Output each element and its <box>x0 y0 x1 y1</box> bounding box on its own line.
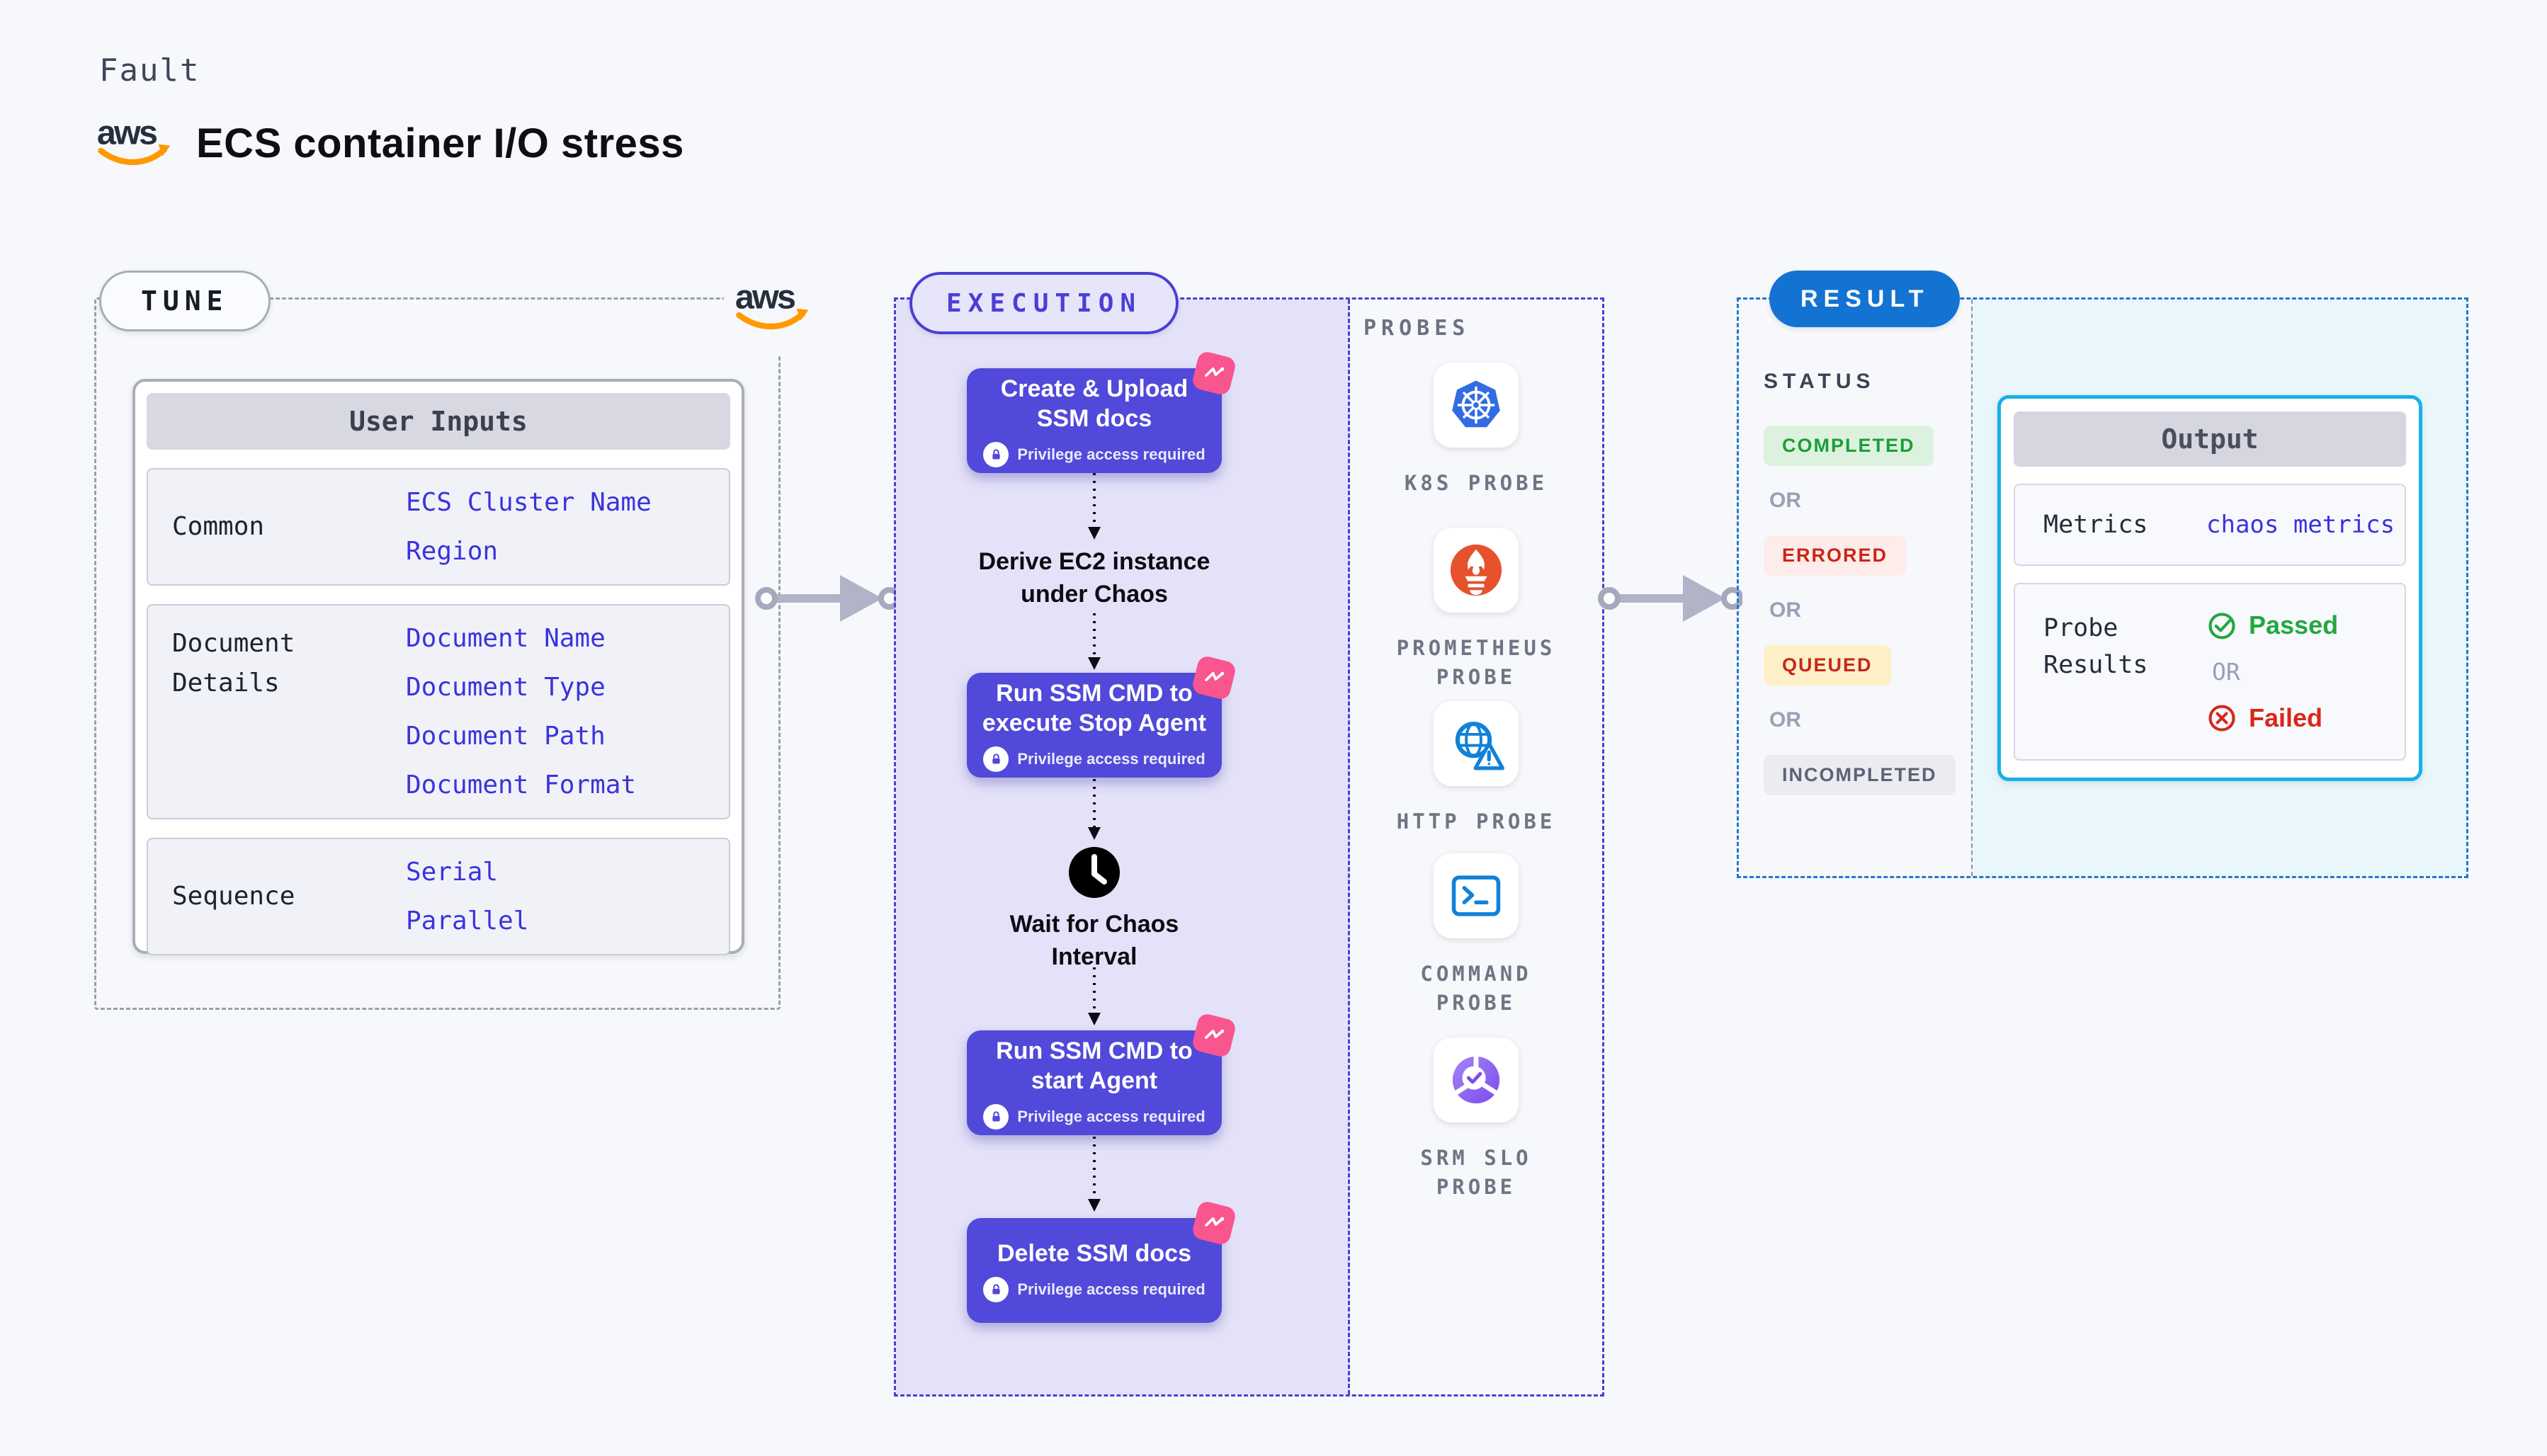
row-label: Sequence <box>172 882 295 911</box>
lock-icon <box>983 442 1009 467</box>
page-title: ECS container I/O stress <box>196 120 684 166</box>
execution-flow-panel <box>896 300 1350 1394</box>
or-separator: OR <box>1769 598 1801 622</box>
chaos-icon <box>1191 350 1237 397</box>
step-title: Delete SSM docs <box>997 1240 1191 1267</box>
probe-results-label: Probe Results <box>2043 614 2148 679</box>
metrics-label: Metrics <box>2043 511 2148 539</box>
step-title: Create & Upload SSM docs <box>1000 375 1189 432</box>
chaos-icon <box>1191 654 1237 701</box>
step-derive-ec2: Derive EC2 instance under Chaos <box>978 548 1210 608</box>
probe-command: COMMAND PROBE <box>1388 853 1565 1018</box>
probe-srm-slo: SRM SLO PROBE <box>1388 1037 1565 1202</box>
lock-icon <box>983 746 1009 772</box>
svg-text:aws: aws <box>735 278 795 317</box>
probe-label: K8S PROBE <box>1404 471 1548 495</box>
flow-arrow <box>1088 613 1101 670</box>
status-badge-queued: QUEUED <box>1764 645 1891 686</box>
input-link[interactable]: ECS Cluster Name <box>406 488 652 517</box>
connector-arrow <box>1598 575 1742 622</box>
connector-arrow <box>755 575 900 622</box>
or-separator: OR <box>2212 658 2240 686</box>
status-badge-completed: COMPLETED <box>1764 426 1934 466</box>
clock-icon <box>1067 846 1121 903</box>
output-title: Output <box>2014 411 2406 467</box>
user-inputs-title: User Inputs <box>147 393 730 450</box>
step-delete-ssm-docs: Delete SSM docs Privilege access require… <box>967 1200 1237 1323</box>
privilege-note: Privilege access required <box>983 746 1206 772</box>
probe-prometheus: PROMETHEUS PROBE <box>1388 528 1565 692</box>
input-link[interactable]: Document Type <box>406 673 606 702</box>
probes-heading: PROBES <box>1363 316 1470 341</box>
metrics-value-link[interactable]: chaos metrics <box>2206 511 2395 539</box>
probe-label: COMMAND PROBE <box>1420 962 1532 1015</box>
chaos-icon <box>1191 1012 1237 1059</box>
chaos-icon <box>1191 1200 1237 1246</box>
step-title: Run SSM CMD to start Agent <box>996 1037 1193 1094</box>
probe-label: SRM SLO PROBE <box>1420 1146 1532 1199</box>
probe-result-failed: Failed <box>2206 703 2338 734</box>
status-badge-errored: ERRORED <box>1764 535 1907 576</box>
flow-arrow <box>1088 473 1101 540</box>
aws-logo-icon: aws <box>96 113 175 174</box>
or-separator: OR <box>1769 489 1801 512</box>
slo-donut-check-icon <box>1434 1037 1519 1122</box>
input-link[interactable]: Document Name <box>406 624 606 653</box>
probe-label: PROMETHEUS PROBE <box>1396 636 1556 689</box>
step-title: Run SSM CMD to execute Stop Agent <box>982 680 1207 736</box>
status-column: STATUS COMPLETED OR ERRORED OR QUEUED OR… <box>1764 370 1956 795</box>
input-link[interactable]: Document Format <box>406 770 637 800</box>
flow-arrow <box>1088 779 1101 840</box>
result-label: RESULT <box>1769 271 1961 327</box>
probe-label: HTTP PROBE <box>1396 809 1556 834</box>
probe-results-row: Probe Results Passed OR Failed <box>2014 583 2406 761</box>
probe-http: HTTP PROBE <box>1388 701 1565 836</box>
input-row-document-details: Document Details Document Name Document … <box>147 604 730 819</box>
input-link[interactable]: Region <box>406 537 499 566</box>
input-link[interactable]: Document Path <box>406 722 606 751</box>
terminal-icon <box>1434 853 1519 938</box>
kubernetes-icon <box>1434 363 1519 448</box>
tune-section <box>94 297 781 1010</box>
step-create-upload-ssm-docs: Create & Upload SSM docs Privilege acces… <box>967 350 1237 473</box>
aws-logo-icon: aws <box>724 256 823 356</box>
status-badge-incompleted: INCOMPLETED <box>1764 755 1956 795</box>
privilege-note: Privilege access required <box>983 1104 1206 1130</box>
step-run-ssm-start-agent: Run SSM CMD to start Agent Privilege acc… <box>967 1012 1237 1135</box>
privilege-note: Privilege access required <box>983 1277 1206 1302</box>
title-row: aws ECS container I/O stress <box>96 113 684 174</box>
svg-text:aws: aws <box>97 114 157 152</box>
probe-k8s: K8S PROBE <box>1388 363 1565 498</box>
fault-eyebrow: Fault <box>99 52 200 89</box>
execution-section <box>894 297 1604 1397</box>
input-row-sequence: Sequence Serial Parallel <box>147 838 730 955</box>
or-separator: OR <box>1769 708 1801 732</box>
x-circle-icon <box>2208 705 2235 732</box>
lock-icon <box>983 1104 1009 1130</box>
input-row-common: Common ECS Cluster Name Region <box>147 468 730 586</box>
prometheus-icon <box>1434 528 1519 613</box>
input-link[interactable]: Parallel <box>406 906 529 935</box>
flow-arrow <box>1088 1137 1101 1212</box>
input-link[interactable]: Serial <box>406 858 499 887</box>
row-label: Document Details <box>172 629 295 698</box>
step-wait-chaos-interval: Wait for Chaos Interval <box>1009 911 1179 970</box>
step-run-ssm-stop-agent: Run SSM CMD to execute Stop Agent Privil… <box>967 654 1237 778</box>
user-inputs-card: User Inputs Common ECS Cluster Name Regi… <box>132 379 744 955</box>
probe-result-passed: Passed <box>2206 610 2338 641</box>
tune-label: TUNE <box>99 271 271 331</box>
check-circle-icon <box>2208 613 2235 639</box>
flow-arrow <box>1088 967 1101 1025</box>
globe-warning-icon <box>1434 701 1519 786</box>
metrics-row: Metrics chaos metrics <box>2014 484 2406 566</box>
output-card: Output Metrics chaos metrics Probe Resul… <box>1997 395 2422 781</box>
execution-label: EXECUTION <box>909 272 1179 334</box>
status-heading: STATUS <box>1764 370 1876 393</box>
lock-icon <box>983 1277 1009 1302</box>
row-label: Common <box>172 512 265 541</box>
privilege-note: Privilege access required <box>983 442 1206 467</box>
